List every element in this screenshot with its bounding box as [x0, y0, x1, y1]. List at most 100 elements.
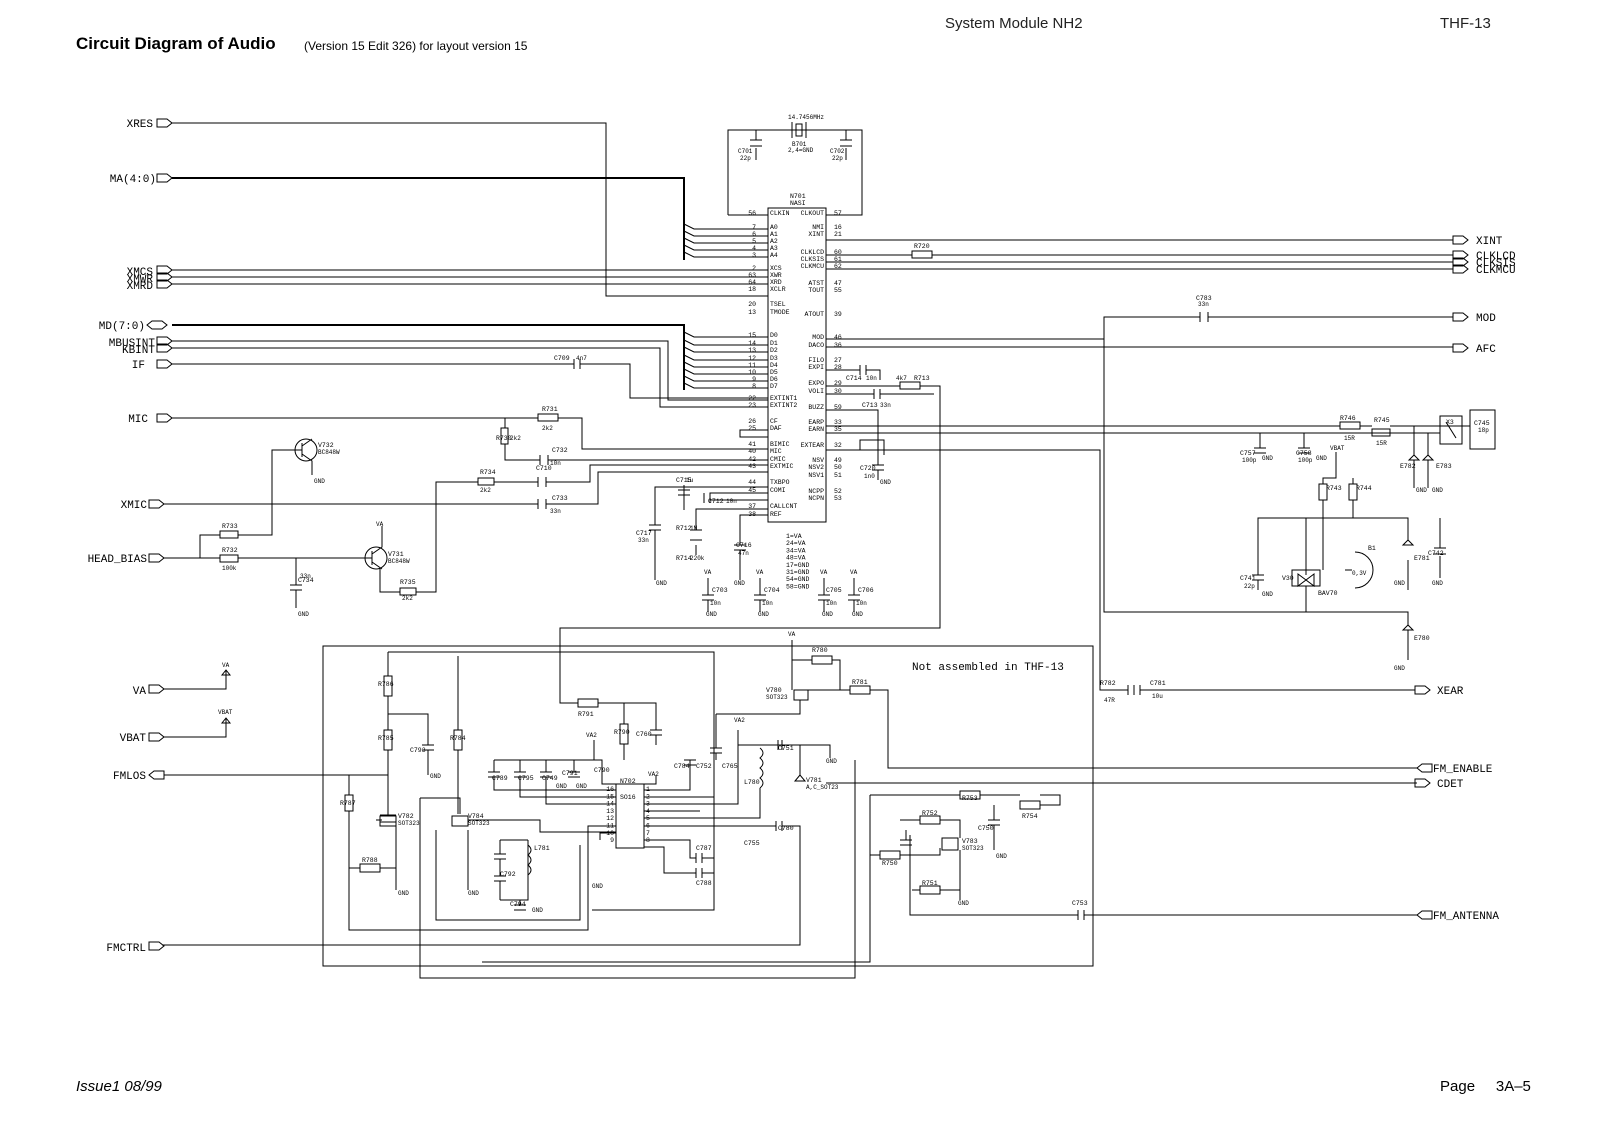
pin-number: 8	[646, 837, 650, 844]
pin-number: 55	[834, 287, 842, 294]
pin-number: 44	[748, 479, 756, 486]
pin-number: 32	[834, 442, 842, 449]
component-ref: C787	[696, 845, 712, 852]
pin-number: 8	[752, 383, 756, 390]
pin-name: EXTINT1	[770, 395, 797, 402]
gnd-label: GND	[398, 890, 409, 897]
pin-number: 5	[752, 238, 756, 245]
component-ref: C704	[764, 587, 780, 594]
c701-ref: C701	[738, 148, 753, 155]
wires-top	[164, 122, 1496, 704]
va2-label: VA2	[734, 717, 745, 724]
pin-name: CLKLCD	[801, 249, 825, 256]
va-label: VA	[820, 569, 828, 576]
component-ref: C745	[1474, 420, 1490, 427]
component-value: 10n	[710, 600, 721, 607]
va2-label: VA2	[648, 771, 659, 778]
component-ref: R791	[578, 711, 594, 718]
component-ref: V783	[962, 838, 978, 845]
gnd-label: GND	[880, 479, 891, 486]
page-title: Circuit Diagram of Audio	[76, 34, 276, 53]
va-label: VA	[704, 569, 712, 576]
pin-name: MOD	[812, 334, 824, 341]
component-ref: C751	[778, 745, 794, 752]
pin-name: EARN	[808, 426, 824, 433]
component-ref: R780	[812, 647, 828, 654]
ic-n702-body	[615, 783, 645, 849]
component-ref: V781	[806, 777, 822, 784]
component-value: A,C_SOT23	[806, 784, 839, 791]
port-label: XEAR	[1437, 686, 1464, 698]
component-value: 2k2	[542, 425, 553, 432]
component-ref: E782	[1400, 463, 1416, 470]
pin-number: 52	[834, 488, 842, 495]
component-ref: C703	[712, 587, 728, 594]
component-ref: C733	[552, 495, 568, 502]
component-value: BC848W	[388, 558, 410, 565]
pin-number: 43	[748, 463, 756, 470]
component-ref: C713	[862, 402, 878, 409]
component-ref: C788	[696, 880, 712, 887]
not-assembled-note: Not assembled in THF-13	[912, 662, 1064, 674]
pin-number: 13	[748, 309, 756, 316]
component-ref: L781	[534, 845, 550, 852]
component-ref: C752	[696, 763, 712, 770]
va-label: VA	[222, 662, 230, 669]
component-value: 2k2	[510, 435, 521, 442]
ic-n702-ref: N702	[620, 778, 636, 785]
pin-number: 57	[834, 210, 842, 217]
port-label: IF	[132, 360, 145, 372]
component-ref: C715	[676, 477, 692, 484]
pin-number: 64	[748, 279, 756, 286]
right-ports: XINT CLKLCD CLKSIS CLKMCU MOD AFC XEAR F…	[1414, 235, 1516, 923]
port-label: CLKSIS	[1476, 258, 1516, 270]
port-label: MOD	[1476, 313, 1496, 325]
pin-number: 16	[834, 224, 842, 231]
pin-name: EXTEAR	[801, 442, 825, 449]
pin-number: 27	[834, 357, 842, 364]
component-ref: C781	[1150, 680, 1166, 687]
component-value: SOT323	[766, 694, 788, 701]
component-ref: R788	[362, 857, 378, 864]
pin-name: A1	[770, 231, 778, 238]
va-label: VA	[376, 521, 384, 528]
pin-number: 18	[748, 286, 756, 293]
power-note: 34=VA	[786, 547, 806, 554]
pin-name: CLKOUT	[801, 210, 825, 217]
component-value: 10u	[1152, 693, 1163, 700]
pin-name: D6	[770, 376, 778, 383]
pin-number: 38	[748, 511, 756, 518]
power-note: 1=VA	[786, 533, 802, 540]
component-ref: C705	[826, 587, 842, 594]
pin-name: NCPN	[808, 495, 824, 502]
pin-name: EXTMIC	[770, 463, 794, 470]
component-value: 18p	[1478, 427, 1489, 434]
component-ref: R735	[400, 579, 416, 586]
component-value: 0,3V	[1352, 570, 1367, 577]
port-label: XRES	[127, 119, 154, 131]
component-ref: R713	[914, 375, 930, 382]
component-ref: R753	[962, 795, 978, 802]
pin-name: CLKSIS	[801, 256, 825, 263]
gnd-label: GND	[852, 611, 863, 618]
component-ref: V30	[1282, 575, 1294, 582]
pin-number: 62	[834, 263, 842, 270]
pin-number: 59	[834, 404, 842, 411]
gnd-label: GND	[556, 783, 567, 790]
pin-number: 42	[748, 456, 756, 463]
pin-number: 30	[834, 388, 842, 395]
port-label: CLKMCU	[1476, 265, 1516, 277]
gnd-label: GND	[1262, 591, 1273, 598]
gnd-label: GND	[1394, 580, 1405, 587]
pin-number: 9	[752, 376, 756, 383]
pin-name: A0	[770, 224, 778, 231]
component-ref: R785	[378, 735, 394, 742]
crystal-freq: 14.7456MHz	[788, 114, 824, 121]
component-ref: C720	[860, 465, 876, 472]
gnd-label: GND	[592, 883, 603, 890]
component-value: 33n	[880, 402, 891, 409]
component-ref: V780	[766, 687, 782, 694]
component-value: 22p	[1244, 583, 1255, 590]
